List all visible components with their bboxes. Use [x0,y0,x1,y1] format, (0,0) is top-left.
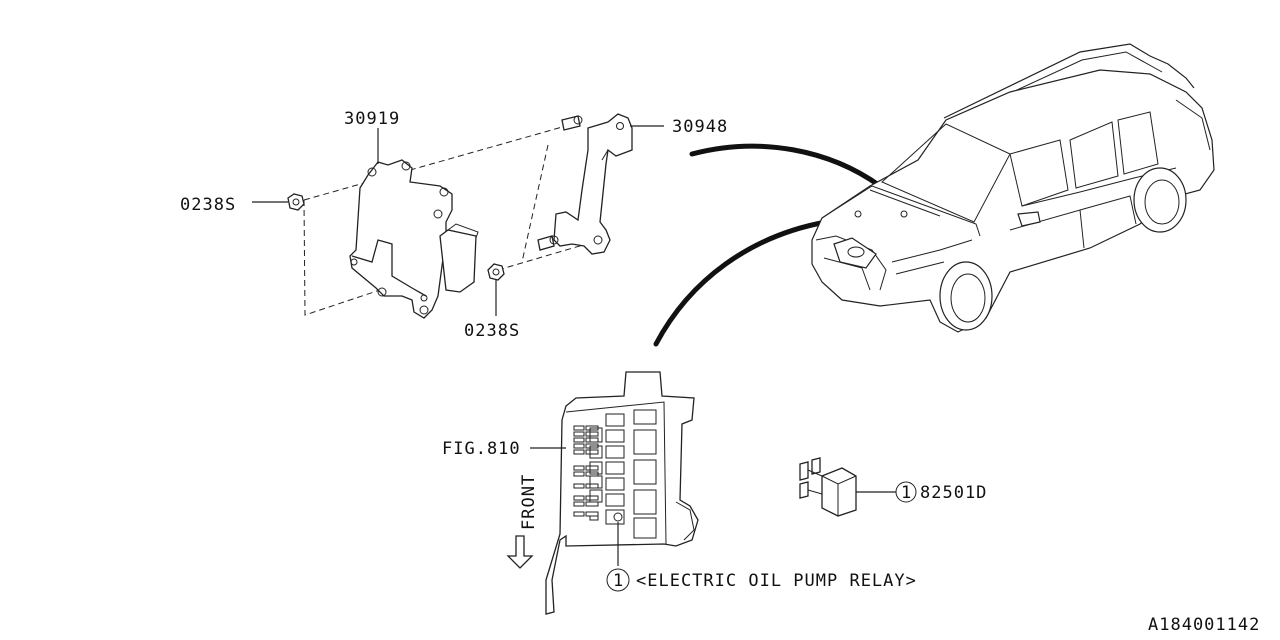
item-number-badge [895,481,917,503]
nut-left [287,193,305,211]
location-pointer-upper [689,143,883,189]
mount-point-icon [854,210,862,218]
callout-fig-810: FIG.810 [442,439,521,459]
diagram-id: A184001142 [1148,615,1260,635]
front-label: FRONT [519,474,539,530]
relay-location-icon [613,512,623,522]
callout-82501d: 82501D [920,483,987,503]
relay-description: <ELECTRIC OIL PUMP RELAY> [636,571,917,591]
fuse-slots [573,409,657,539]
location-pointer-lower [653,219,829,347]
vehicle-illustration [811,43,1215,333]
control-module-bracket [349,159,479,319]
mounting-bracket [537,113,633,255]
fuse-relay-box [545,371,699,615]
relay-description-callout: 1 <ELECTRIC OIL PUMP RELAY> [606,568,917,592]
nut-lower [487,263,505,281]
item-number: 1 [613,571,624,591]
item-number-badge [606,568,630,592]
mount-point-icon [900,210,908,218]
callout-30948: 30948 [672,117,728,137]
relay-part: 1 82501D [799,457,987,517]
front-direction-indicator: FRONT [506,474,539,569]
callout-0238s-lower: 0238S [464,321,520,341]
bracket-assembly: 30919 30948 0238S 0238S [180,109,728,341]
relay-item-number: 1 [901,483,912,503]
callout-0238s-left: 0238S [180,195,236,215]
callout-30919: 30919 [344,109,400,129]
arrow-down-icon [506,535,534,569]
